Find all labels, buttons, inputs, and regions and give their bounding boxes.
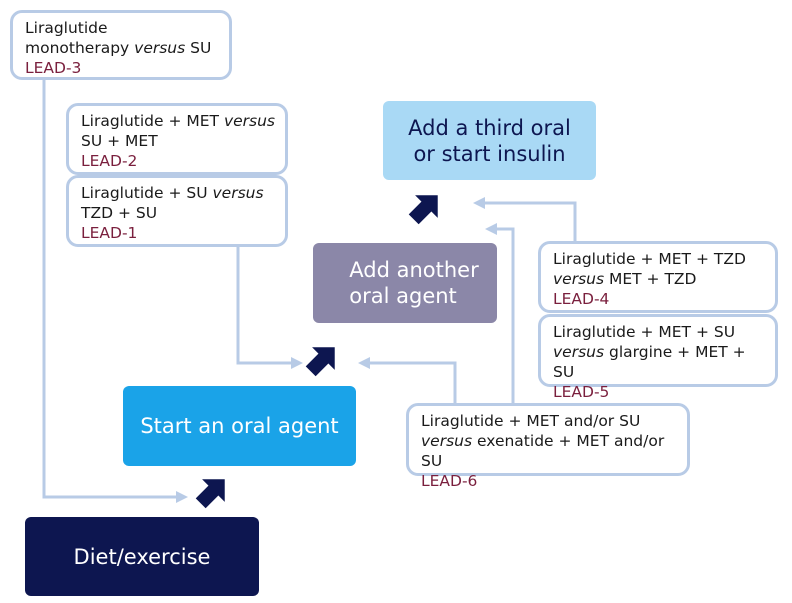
arrowhead-lead6-left	[358, 357, 370, 369]
lead5-line2: versus glargine + MET + SU	[553, 343, 746, 381]
lead3-label: LEAD-3	[25, 59, 82, 77]
lead2-label: LEAD-2	[81, 152, 138, 170]
step-add-third-line2: or start insulin	[413, 141, 566, 166]
trial-box-lead1: Liraglutide + SU versus TZD + SU LEAD-1	[66, 175, 288, 247]
lead3-line1: Liraglutide	[25, 19, 108, 37]
lead4-line1: Liraglutide + MET + TZD	[553, 250, 746, 268]
lead5-line1: Liraglutide + MET + SU	[553, 323, 736, 341]
arrowhead-lead3	[176, 491, 188, 503]
step-add-third-or-insulin: Add a third oral or start insulin	[383, 101, 596, 180]
lead4-line2: versus MET + TZD	[553, 270, 697, 288]
trial-box-lead4: Liraglutide + MET + TZD versus MET + TZD…	[538, 241, 778, 313]
step-add-third-line1: Add a third oral	[408, 115, 571, 140]
connector-arrowheads	[176, 197, 497, 503]
step-start-oral-agent: Start an oral agent	[123, 386, 356, 466]
step-diet-exercise: Diet/exercise	[25, 517, 259, 596]
lead1-line2: TZD + SU	[81, 204, 158, 222]
connector-lead4	[483, 201, 577, 241]
step-diet-exercise-label: Diet/exercise	[73, 544, 211, 569]
lead6-line1: Liraglutide + MET and/or SU	[421, 412, 641, 430]
lead6-label: LEAD-6	[421, 472, 478, 490]
lead5-label: LEAD-5	[553, 383, 610, 401]
lead4-label: LEAD-4	[553, 290, 610, 308]
lead2-line1: Liraglutide + MET versus	[81, 112, 276, 130]
step-add-another-oral-agent: Add another oral agent	[313, 243, 497, 323]
trial-box-lead5: Liraglutide + MET + SU versus glargine +…	[538, 314, 778, 401]
connector-lead6-up	[495, 227, 515, 404]
lead2-line2: SU + MET	[81, 132, 158, 150]
lead1-line1: Liraglutide + SU versus	[81, 184, 264, 202]
connectors	[42, 80, 577, 499]
trial-box-lead2: Liraglutide + MET versus SU + MET LEAD-2	[66, 103, 288, 175]
arrowhead-lead1	[291, 357, 303, 369]
step-add-another-line1: Add another	[349, 258, 479, 282]
step-arrow-2	[305, 347, 335, 377]
lead6-line2: versus exenatide + MET and/or SU	[421, 432, 665, 470]
step-add-another-line2: oral agent	[349, 284, 457, 308]
arrowhead-lead6-up	[485, 223, 497, 235]
arrowhead-lead4	[473, 197, 485, 209]
step-arrow-3	[408, 195, 438, 225]
connector-lead6-left	[370, 361, 457, 404]
step-start-oral-agent-label: Start an oral agent	[140, 414, 339, 438]
trial-box-lead6: Liraglutide + MET and/or SU versus exena…	[406, 403, 690, 490]
step-arrow-1	[195, 479, 225, 509]
trial-box-lead3: Liraglutide monotherapy versus SU LEAD-3	[10, 10, 232, 80]
connector-lead3	[42, 80, 178, 499]
step-arrows	[195, 195, 438, 509]
connector-lead1	[236, 247, 293, 365]
lead1-label: LEAD-1	[81, 224, 138, 242]
lead3-line2: monotherapy versus SU	[25, 39, 212, 57]
